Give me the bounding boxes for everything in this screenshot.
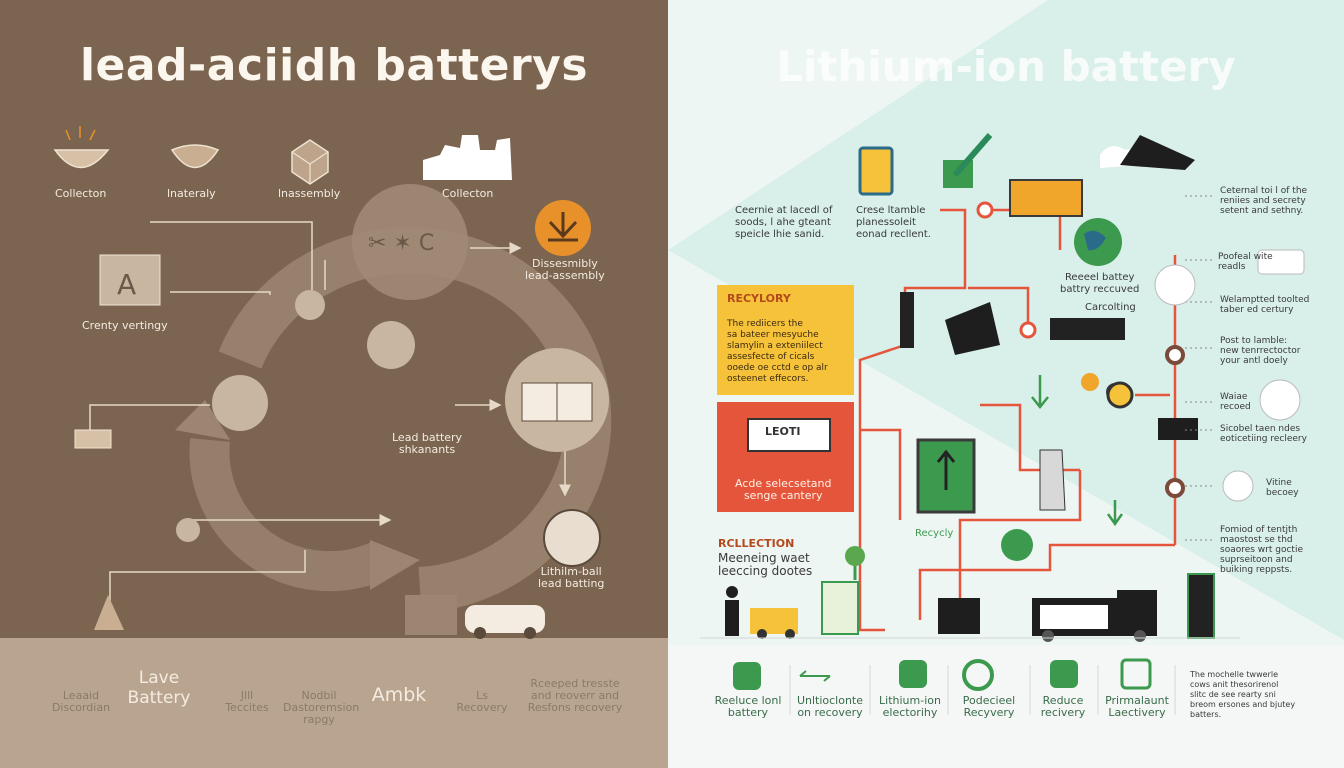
- collection-body: Meeneing waet leeccing dootes: [718, 551, 813, 578]
- footer-right-item-1: Reeluce lonl battery: [714, 694, 782, 719]
- lithium-ion-footer: [668, 645, 1344, 768]
- svg-text:✂ ✶ C: ✂ ✶ C: [368, 231, 434, 256]
- footer-left-item-1: Leaaid Discordian: [51, 689, 111, 714]
- label-disassembly: Dissesmibly lead-assembly: [525, 257, 605, 282]
- label-collection-1: Collecton: [55, 187, 107, 200]
- lead-acid-footer: [0, 638, 668, 768]
- footer-left-item-2: Lave Battery: [127, 668, 191, 708]
- lithium-ion-title: Lithium-ion battery: [776, 42, 1236, 91]
- svg-text:A: A: [117, 268, 136, 301]
- red-card-body: Acde selecsetand senge cantery: [735, 477, 832, 502]
- footer-right-item-4: Podecieel Recyvery: [962, 694, 1016, 719]
- collection-title: RCLLECTION: [718, 537, 795, 550]
- footer-right-item-6: Prirmalaunt Laectivery: [1105, 694, 1169, 719]
- truck-label: LEOTI: [765, 425, 801, 438]
- note-top-mid: Crese ltamble planessoleit eonad recllen…: [856, 205, 931, 240]
- label-collection-2: Collecton: [442, 187, 494, 200]
- side-note-8: Fomiod of tentjth maostost se thd soaore…: [1220, 525, 1303, 575]
- note-recycly: Recycly: [915, 528, 954, 539]
- note-top-left: Ceernie at lacedl of soods, l ahe gteant…: [735, 205, 833, 240]
- label-lithium-ball: Lithilm-ball lead batting: [538, 565, 605, 590]
- bowl-icon: [170, 144, 220, 169]
- side-note-2: Poofeal wite readls: [1218, 252, 1273, 272]
- note-recycled: Reeeel battey battry reccuved: [1060, 272, 1140, 295]
- lead-acid-title: lead-aciidh batterys: [79, 40, 589, 91]
- footer-left-item-7: Rceeped tresste and reoverr and Resfons …: [527, 677, 623, 714]
- side-note-4: Post to lamble: new tenrrectoctor your a…: [1220, 336, 1301, 366]
- note-carcolting: Carcolting: [1085, 302, 1136, 313]
- factory-icon: [423, 135, 512, 180]
- footer-right-note: The mochelle twwerle cows anit thesorire…: [1190, 670, 1296, 719]
- footer-left-item-6: Ls Recovery: [456, 689, 508, 714]
- side-note-5: Waiae recoed: [1220, 392, 1251, 412]
- footer-right-item-3: Lithium-ion electorihy: [879, 694, 941, 719]
- label-materially: lnateraly: [167, 187, 216, 200]
- side-note-7: Vitine becoey: [1266, 478, 1299, 498]
- footer-right-item-2: Unltioclonte on recovery: [796, 694, 864, 719]
- truck-icon: [747, 418, 831, 452]
- footer-left-item-5: Ambk: [371, 684, 427, 706]
- lead-acid-diagram: ✂ ✶ C A: [53, 126, 612, 639]
- cube-icon: [291, 139, 329, 185]
- footer-right-item-5: Reduce recivery: [1040, 694, 1086, 719]
- label-inassembly: lnassembly: [278, 187, 341, 200]
- yellow-card-title: RECYLORY: [727, 292, 791, 305]
- red-card: LEOTI Acde selecsetand senge cantery: [717, 402, 854, 512]
- side-note-3: Welamptted toolted taber ed certury: [1220, 295, 1310, 315]
- side-note-1: Ceternal toi l of the reniies and secret…: [1220, 186, 1308, 216]
- footer-left-item-3: Jlll Teccites: [225, 689, 269, 714]
- label-leave-battery: Lead battery shkanants: [392, 431, 463, 456]
- pot-icon: [53, 126, 110, 169]
- label-crently: Crenty vertingy: [82, 319, 168, 332]
- footer-left-item-4: Nodbil Dastoremsion rapgy: [283, 689, 360, 726]
- yellow-card-body: The rediicers the sa bateer mesyuche sla…: [727, 319, 828, 384]
- side-note-6: Sicobel taen ndes eoticetiing recleery: [1220, 424, 1307, 444]
- yellow-card: RECYLORY The rediicers the sa bateer mes…: [717, 285, 854, 395]
